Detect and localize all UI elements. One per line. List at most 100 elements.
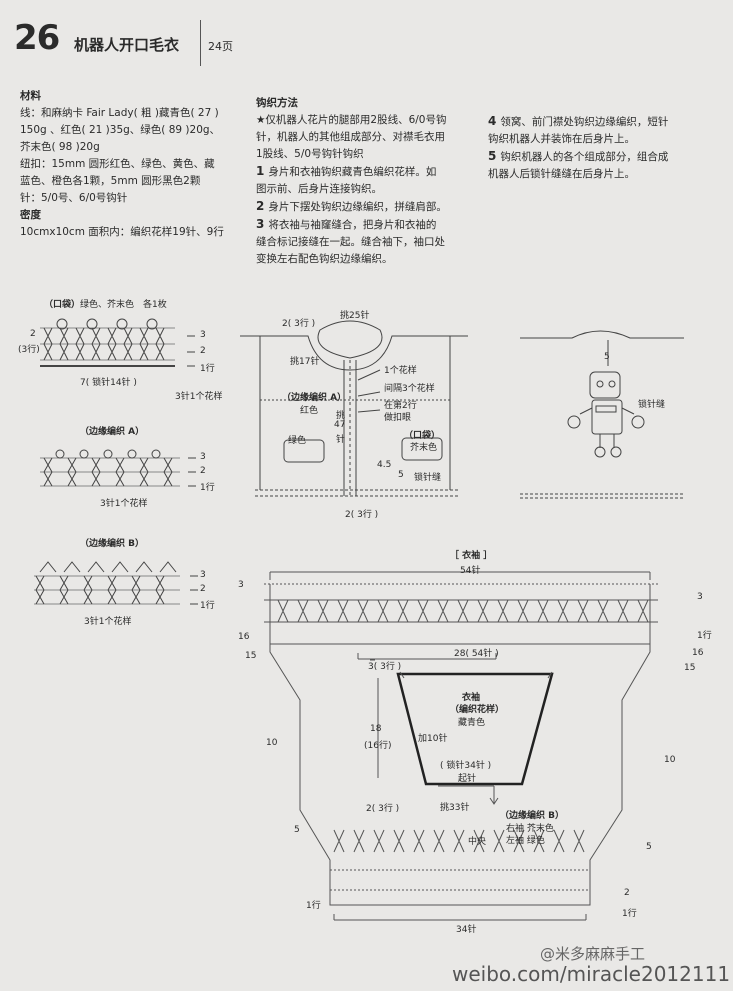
front-pick-unit: 针 [336,435,346,445]
sleeve-top-width: 54针 [460,566,481,576]
method-step-5-cont: 机器人后锁针缝缝在后身片上。 [488,168,635,180]
cuff-left-color: 左袖 绿色 [506,836,545,846]
sleeve-row-right: 15 [684,663,696,673]
method-heading: 钩织方法 [256,97,298,109]
sleeve-row-right: 2 [624,888,630,898]
page-number: 24页 [208,40,233,53]
watermark-handle: @米多麻麻手工 [540,945,646,963]
sleeve-pattern: （编织花样） [450,705,505,715]
density-text: 10cmx10cm 面积内：编织花样19针、9行 [20,226,224,238]
method-intro: 1股线、5/0号钩针钩织 [256,148,364,160]
edge-a-chart [40,449,196,487]
pocket-green: 绿色 [288,436,307,446]
sleeve-row-right: 16 [692,648,704,658]
pocket-height: 2 [30,329,36,339]
buttonhole-note: 做扣眼 [384,413,412,423]
row-label: 1行 [200,601,215,611]
method-section: 钩织方法 ★仅机器人花片的腿部用2股线、6/0号钩 针，机器人的其他组成部分、对… [256,95,481,268]
materials-heading: 材料 [20,90,41,102]
pocket-height-5: 5 [398,470,404,480]
method-intro: ★仅机器人花片的腿部用2股线、6/0号钩 [256,114,447,126]
sleeve-row-right: 3 [697,592,703,602]
row-label: 1行 [200,483,215,493]
row-label: 2 [200,346,206,356]
edge-b-title: （边缘编织 B） [80,539,144,549]
cuff-right-color: 右袖 芥末色 [506,824,554,834]
method-step-1-cont: 图示前、后身片连接钩织。 [256,183,382,195]
pocket-offset: 4.5 [377,460,392,470]
row-label: 2 [200,466,206,476]
neck-pick: 挑25针 [340,311,370,321]
buttonhole-interval: 间隔3个花样 [384,384,435,394]
watermark-url: weibo.com/miracle2012111 [452,962,731,986]
sleeve-center: 中央 [468,837,487,847]
materials-line: 纽扣：15mm 圆形红色、绿色、黄色、藏 [20,158,215,170]
density-heading: 密度 [20,209,41,221]
sleeve-bottom-width: 34针 [456,925,477,935]
materials-line: 蓝色、橙色各1颗，5mm 圆形黑色2颗 [20,175,201,187]
body-pocket: （口袋） [404,431,441,441]
sleeve-start: 起针 [458,774,477,784]
sleeve-color: 藏青色 [458,718,486,728]
materials-line: 150g 、红色( 21 )35g、绿色( 89 )20g、 [20,124,221,136]
neck-rows: 2( 3行 ) [282,319,316,329]
materials-section: 材料 线：和麻纳卡 Fair Lady( 粗 )藏青色( 27 ) 150g 、… [20,88,245,241]
edge-b-chart [34,561,198,605]
edge-a-title: （边缘编织 A） [80,427,145,437]
body-edge-a: （边缘编织 A） [282,393,347,403]
robot-drop: 5 [604,352,610,362]
robot-backstitch: 锁针缝 [638,400,666,410]
row-label: 3 [200,570,206,580]
sleeve-name: 衣袖 [462,693,481,703]
sleeve-row-right: 1行 [697,631,712,641]
row-label: 3 [200,452,206,462]
method-step-4-cont: 钩织机器人并装饰在后身片上。 [488,133,635,145]
sleeve-row-left: 1行 [306,901,321,911]
edge-a-repeat: 3针1个花样 [100,499,148,509]
pocket-repeat: 3针1个花样 [175,392,223,402]
front-pick-count: 47 [334,420,346,430]
materials-line: 针：5/0号、6/0号钩针 [20,192,128,204]
sleeve-bottom-rows: 2( 3行 ) [366,804,400,814]
method-step-3-cont: 缝合标记接缝在一起。缝合袖下，袖口处 [256,236,445,248]
sleeve-row-right: 5 [646,842,652,852]
pattern-number: 26 [14,18,60,58]
method-intro: 针，机器人的其他组成部分、对襟毛衣用 [256,131,445,143]
sleeve-chain: ( 锁针34针 ) [440,761,492,771]
sleeve-increase: 加10针 [418,734,448,744]
sleeve-pick: 挑33针 [440,803,470,813]
sleeve-width: 28( 54针 ) [454,649,499,659]
sleeve-row-left: 16 [238,632,250,642]
sleeve-row-left: 3 [238,580,244,590]
header-divider [200,20,201,66]
pocket-mustard: 芥末色 [410,443,438,453]
sleeve-row-left: 15 [245,651,257,661]
pattern-title: 机器人开口毛衣 [74,36,180,54]
materials-line: 线：和麻纳卡 Fair Lady( 粗 )藏青色( 27 ) [20,107,219,119]
robot-diagram [520,330,684,499]
pattern-note: 1个花样 [384,366,417,376]
sleeve-row-left: 5 [294,825,300,835]
edge-a-color: 红色 [300,406,319,416]
sleeve-height-rows: (16行) [364,741,392,751]
edge-b-repeat: 3针1个花样 [84,617,132,627]
pocket-backstitch: 锁针缝 [414,473,442,483]
buttonhole-row: 在第2行 [384,401,417,411]
pocket-chart-title: （口袋）绿色、芥末色 各1枚 [44,300,167,310]
sleeve-title: ［ 衣袖 ］ [450,551,493,561]
row-label: 3 [200,330,206,340]
front-pick: 挑17针 [290,357,320,367]
sleeve-height: 18 [370,724,382,734]
pocket-height-rows: (3行) [18,345,40,355]
materials-line: 芥末色( 98 )20g [20,141,100,153]
sleeve-edge-b: （边缘编织 B） [500,811,564,821]
pocket-width: 7( 锁针14针 ) [80,378,137,388]
sleeve-row-right: 10 [664,755,676,765]
pocket-chart [40,318,195,367]
